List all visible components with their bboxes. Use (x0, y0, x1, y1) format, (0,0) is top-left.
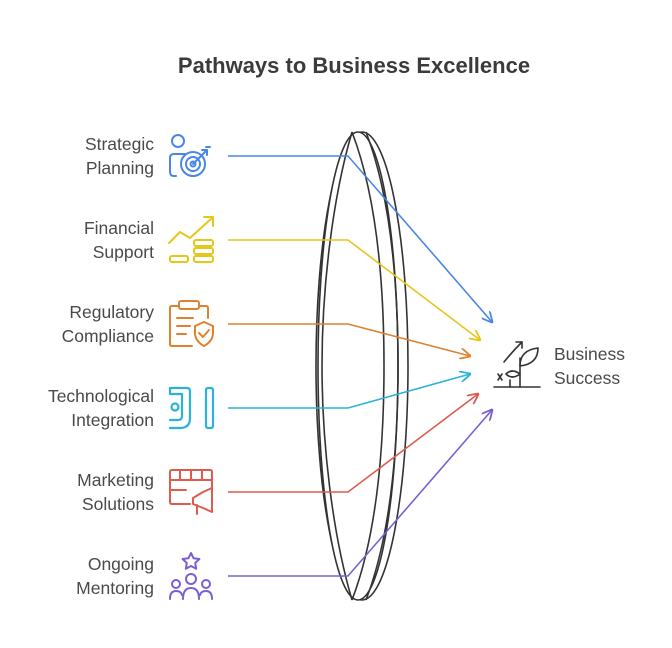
arrow-ongoing-mentoring (228, 410, 492, 577)
clipboard-shield-icon (169, 300, 214, 347)
arrow-financial-support (228, 239, 480, 340)
arrow-technological-integration (228, 374, 470, 409)
input-label-regulatory-compliance: Regulatory Compliance (61, 302, 154, 346)
megaphone-calendar-icon (169, 469, 213, 515)
coins-growth-icon (168, 216, 214, 263)
input-label-marketing-solutions: Marketing Solutions (77, 470, 154, 514)
input-label-financial-support: Financial Support (83, 218, 154, 262)
growing-plant-icon (493, 341, 541, 388)
mentoring-group-icon (169, 552, 213, 600)
lens-shape (315, 131, 409, 601)
input-label-technological-integration: Technological Integration (47, 386, 154, 430)
arrow-strategic-planning (228, 155, 492, 322)
outcome-label: Business Success (554, 344, 626, 388)
arrow-marketing-solutions (228, 394, 478, 493)
integration-icon (168, 386, 215, 430)
target-person-icon (169, 134, 211, 177)
arrow-regulatory-compliance (228, 323, 470, 356)
input-label-strategic-planning: Strategic Planning (84, 134, 154, 178)
diagram-title: Pathways to Business Excellence (177, 53, 531, 78)
input-label-ongoing-mentoring: Ongoing Mentoring (76, 554, 154, 598)
